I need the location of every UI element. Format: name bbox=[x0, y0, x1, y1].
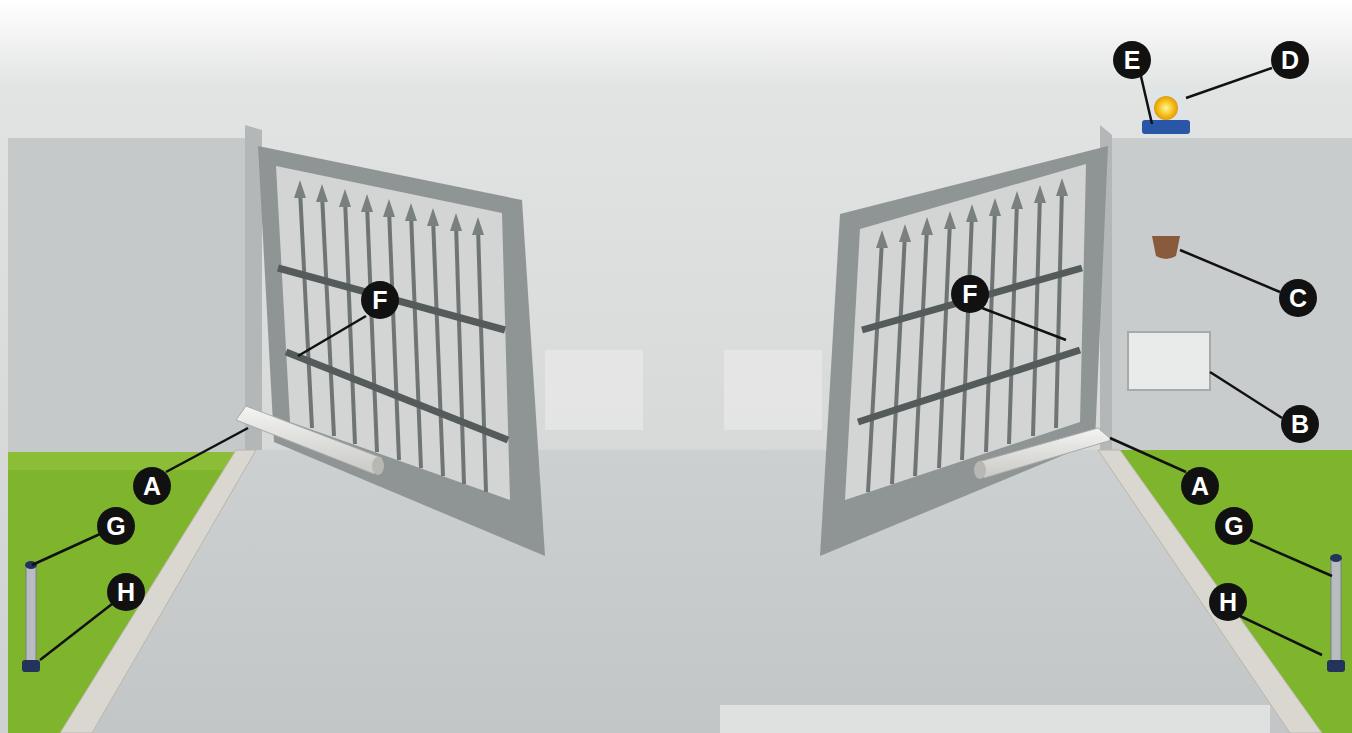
driveway bbox=[60, 450, 1300, 733]
grass bbox=[1118, 450, 1352, 733]
paving-patch bbox=[720, 705, 1270, 733]
gate-post bbox=[245, 125, 262, 450]
photocell bbox=[1152, 236, 1180, 259]
right-gate bbox=[820, 146, 1108, 556]
paving-patch bbox=[724, 350, 822, 430]
control-box bbox=[1128, 332, 1210, 390]
grass bbox=[8, 452, 242, 733]
callout-letter: H bbox=[1209, 583, 1247, 621]
left-gate bbox=[258, 146, 545, 556]
callout-letter: C bbox=[1279, 279, 1317, 317]
curb bbox=[60, 450, 256, 733]
leader-lines bbox=[32, 68, 1332, 660]
photocell-post bbox=[22, 561, 40, 672]
callout-letter: A bbox=[1181, 467, 1219, 505]
callout-letter: G bbox=[1215, 507, 1253, 545]
callout-letter: G bbox=[97, 507, 135, 545]
wall bbox=[1100, 138, 1352, 453]
curb bbox=[1098, 450, 1322, 733]
callout-letter: F bbox=[361, 281, 399, 319]
callout-letter: E bbox=[1113, 41, 1151, 79]
callout-letter: F bbox=[951, 275, 989, 313]
gate-motor bbox=[974, 428, 1112, 479]
paving-patch bbox=[545, 350, 643, 430]
grass bbox=[8, 452, 242, 470]
callout-letter: B bbox=[1281, 405, 1319, 443]
callout-letter: A bbox=[133, 467, 171, 505]
callout-letter: H bbox=[107, 573, 145, 611]
wall bbox=[8, 138, 253, 453]
gate-motor bbox=[236, 406, 384, 475]
photocell-post bbox=[1327, 554, 1345, 672]
callout-letter: D bbox=[1271, 41, 1309, 79]
